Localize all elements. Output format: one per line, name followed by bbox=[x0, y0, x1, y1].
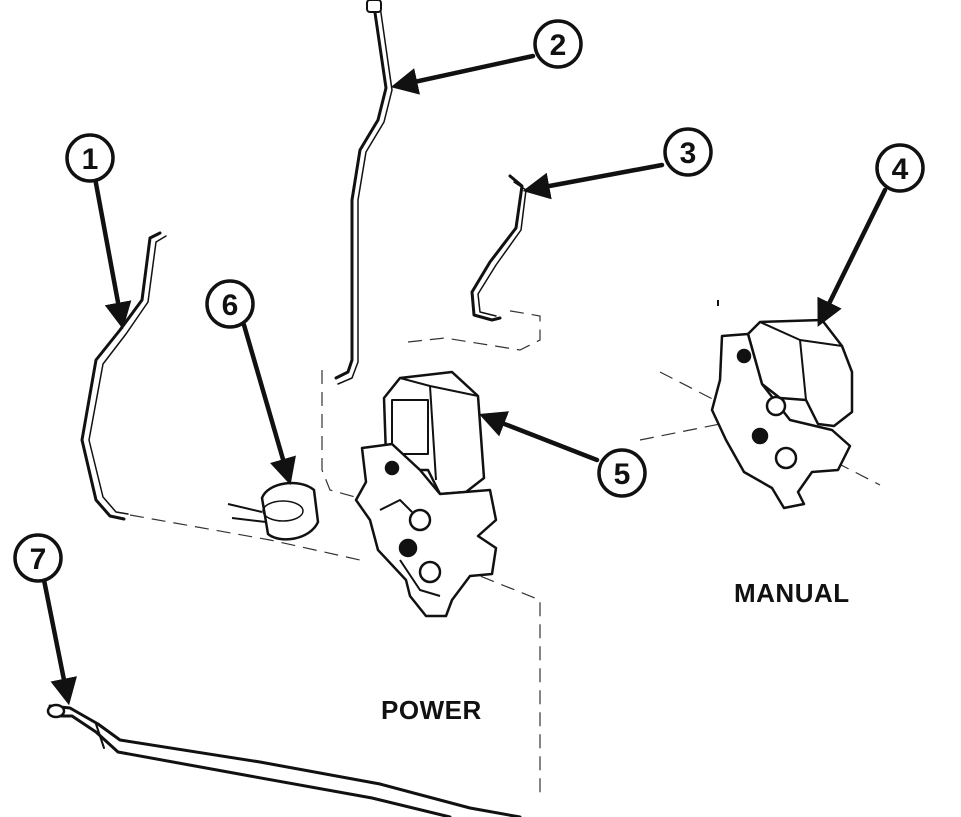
callout-1-label: 1 bbox=[82, 143, 99, 176]
callout-1: 1 bbox=[65, 133, 115, 183]
callout-5: 5 bbox=[597, 448, 647, 498]
callout-2: 2 bbox=[533, 19, 583, 69]
rod-3-link bbox=[470, 174, 527, 322]
callout-2-label: 2 bbox=[550, 29, 567, 62]
callout-6: 6 bbox=[205, 279, 255, 329]
leader-arrows bbox=[41, 53, 888, 706]
callout-4-label: 4 bbox=[892, 153, 909, 186]
rod-1-link bbox=[80, 231, 167, 521]
manual-label: MANUAL bbox=[734, 578, 850, 608]
callout-4: 4 bbox=[875, 143, 925, 193]
power-latch-assembly bbox=[354, 370, 498, 618]
power-label: POWER bbox=[381, 695, 482, 725]
release-cable bbox=[46, 703, 522, 817]
callout-5-label: 5 bbox=[614, 458, 631, 491]
callout-3: 3 bbox=[663, 127, 713, 177]
callout-7: 7 bbox=[13, 533, 63, 583]
callout-6-label: 6 bbox=[222, 289, 239, 322]
rod-2-link bbox=[334, 0, 393, 385]
actuator-motor bbox=[227, 481, 320, 541]
manual-latch-assembly bbox=[710, 300, 854, 510]
callout-3-label: 3 bbox=[680, 137, 697, 170]
callout-7-label: 7 bbox=[30, 543, 47, 576]
